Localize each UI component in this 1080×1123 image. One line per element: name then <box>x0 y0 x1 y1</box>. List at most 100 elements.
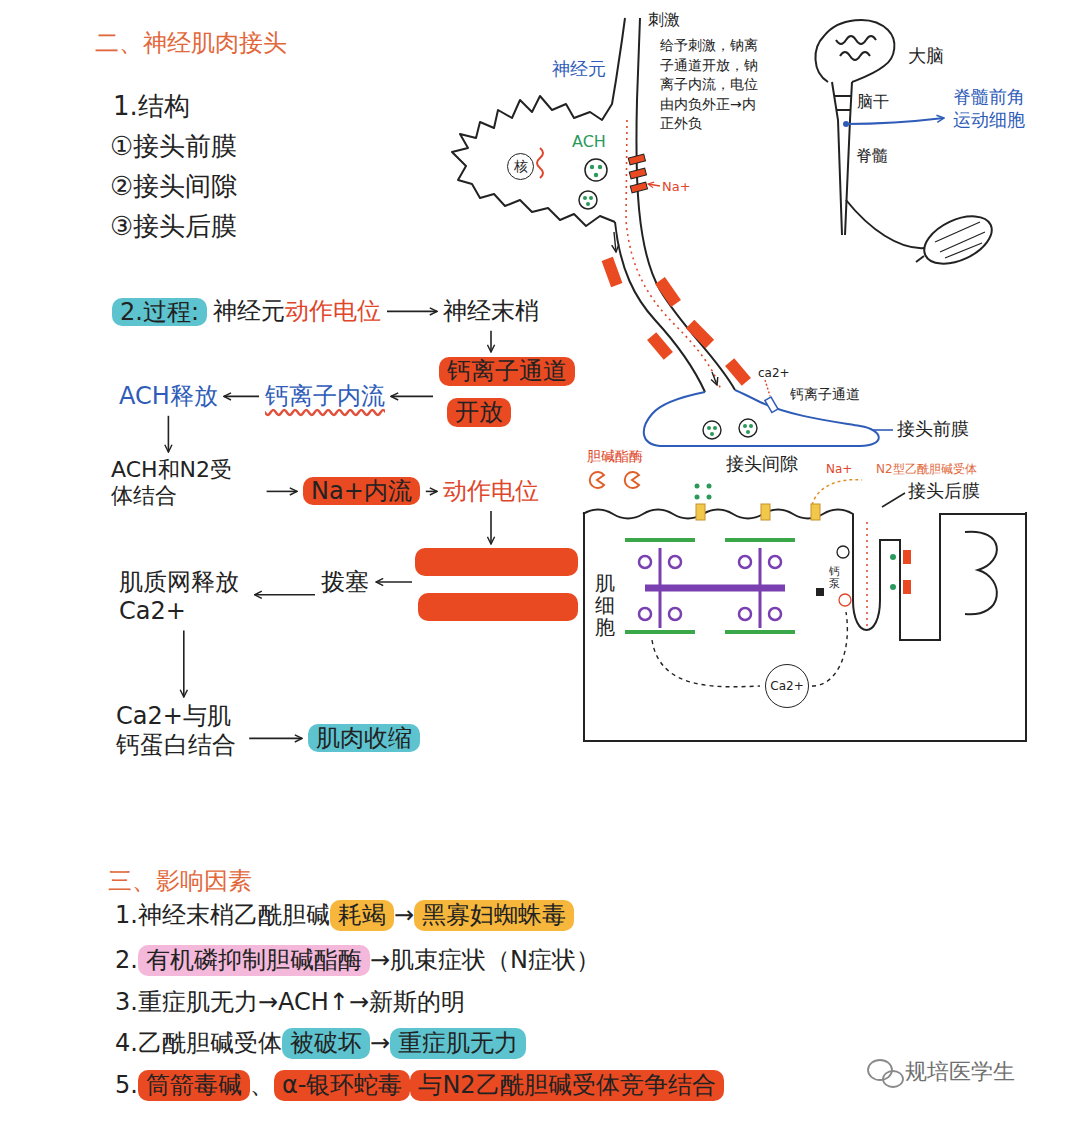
label: 有机磷抑制胆碱酯酶 <box>138 945 370 976</box>
heading: 二、神经肌肉接头 <box>95 29 287 57</box>
drawing-path <box>846 200 925 248</box>
node-text: ACH和N2受 体结合 <box>111 457 261 510</box>
blank-bar <box>418 593 578 621</box>
drawing-rect <box>903 580 911 594</box>
label-slot: 刺激 <box>648 10 680 30</box>
drawing-circle <box>586 202 590 206</box>
label: 被破坏 <box>282 1028 370 1059</box>
drawing-path <box>840 52 870 60</box>
label: 4.乙酰胆碱受体 <box>115 1028 282 1059</box>
sarcomere <box>625 540 795 632</box>
drawing-rect <box>686 320 714 348</box>
label-slot: ①接头前膜 <box>110 130 237 163</box>
drawing-circle <box>594 173 598 177</box>
label-slot: ②接头间隙 <box>110 170 237 203</box>
drawing-circle <box>890 584 896 590</box>
label-slot: 神经元 <box>552 58 606 81</box>
drawing-rect <box>655 277 681 307</box>
label: Na+ <box>662 179 691 194</box>
label-slot: Na+ <box>826 458 852 478</box>
drawing-circle <box>639 556 651 568</box>
text-row: 3.重症肌无力→ACH↑→新斯的明 <box>115 987 465 1018</box>
myelin <box>602 257 751 386</box>
drawing-circle <box>713 426 717 430</box>
calcium-arrow <box>765 380 770 396</box>
flow-arrow <box>391 396 433 398</box>
label: 与N2乙酰胆碱受体竞争结合 <box>410 1070 723 1101</box>
flow-arrow <box>426 491 437 493</box>
calcium-route <box>812 612 847 686</box>
text-row: 2.有机磷抑制胆碱酯酶→肌束症状（N症状） <box>115 945 600 976</box>
calcium-circle: Ca2+ <box>765 664 809 708</box>
drawing-rect <box>629 168 646 179</box>
drawing-path <box>836 36 876 44</box>
drawing-circle <box>769 608 781 620</box>
label: 3.重症肌无力→ACH↑→新斯的明 <box>115 987 465 1018</box>
flow-step: 神经末梢 <box>440 295 542 328</box>
nucleus-circle: 核 <box>507 153 534 180</box>
label: 大脑 <box>908 45 944 66</box>
node-text: 肌肉收缩 <box>308 724 420 752</box>
signal-arrow <box>712 372 717 385</box>
label: ①接头前膜 <box>110 131 237 161</box>
drawing-circle <box>583 196 587 200</box>
drawing-path <box>935 222 985 258</box>
flow-step: 动作电位 <box>440 475 542 508</box>
drawing-path <box>615 222 705 392</box>
label: 脑干 <box>857 92 889 111</box>
flow-arrow <box>267 491 297 493</box>
flow-step: ACH释放 <box>116 380 221 413</box>
drawing-path <box>625 472 639 488</box>
node-text: 拨塞 <box>321 568 369 596</box>
label: 接头间隙 <box>726 453 798 474</box>
label: 接头前膜 <box>897 418 969 439</box>
drawing-circle <box>695 484 700 489</box>
node-text: 钙离子内流 <box>265 382 385 410</box>
label: 、 <box>250 1070 274 1101</box>
drawing-rect <box>761 504 770 520</box>
terminal-vesicles <box>703 419 757 439</box>
motor-neuron-dot <box>843 121 849 127</box>
label-slot: 2.过程: <box>112 297 207 327</box>
label-slot: 大脑 <box>908 45 944 68</box>
postsynaptic-membrane <box>583 510 1027 641</box>
drawing-rect <box>602 257 623 287</box>
cholinesterase <box>590 472 639 488</box>
drawing-circle <box>590 165 594 169</box>
receptors <box>696 504 820 520</box>
drawing-circle <box>746 430 750 434</box>
drawing-circle <box>739 556 751 568</box>
node-text: Ca2+与肌 钙蛋白结合 <box>116 702 243 760</box>
drawing-circle <box>707 426 711 430</box>
drawing-circle <box>739 608 751 620</box>
flow-arrow <box>490 331 492 352</box>
flow-step: 神经元动作电位 <box>210 295 384 328</box>
label-slot: 钙离子通道 <box>790 384 860 404</box>
flow-arrow <box>249 738 302 740</box>
muscle-cell-box: 肌细胞Ca2+ <box>583 512 1027 742</box>
drawing-rect <box>811 504 820 520</box>
label-slot: 脊髓 <box>856 146 888 166</box>
flow-arrow <box>387 311 437 313</box>
label: 给予刺激，钠离 子通道开放，钠 离子内流，电位 由内负外正→内 正外负 <box>660 36 764 134</box>
label-slot: 接头前膜 <box>897 418 969 441</box>
calcium-route <box>652 640 760 687</box>
drawing-ellipse <box>868 1060 892 1080</box>
drawing-circle <box>837 546 849 558</box>
label-slot: 1.结构 <box>113 90 190 123</box>
text-row: 1.神经末梢乙酰胆碱耗竭→黑寡妇蜘蛛毒 <box>115 900 574 931</box>
calcium-channel <box>765 397 778 413</box>
drawing-circle <box>739 419 757 437</box>
leader-line <box>882 493 905 507</box>
drawing-path <box>452 18 625 226</box>
title-slot: 二、神经肌肉接头 <box>95 28 287 58</box>
drawing-circle <box>743 424 747 428</box>
node-text: 动作电位 <box>285 297 381 325</box>
label: ②接头间隙 <box>110 171 237 201</box>
label-slot: 胆碱酯酶 <box>587 446 643 466</box>
label: N2型乙酰胆碱受体 <box>876 462 977 476</box>
flow-step: 肌质网释放 Ca2+ <box>116 566 252 628</box>
label: 脊髓前角 运动细胞 <box>953 86 1030 131</box>
drawing-ellipse <box>917 207 999 274</box>
flow-arrow <box>168 416 170 452</box>
